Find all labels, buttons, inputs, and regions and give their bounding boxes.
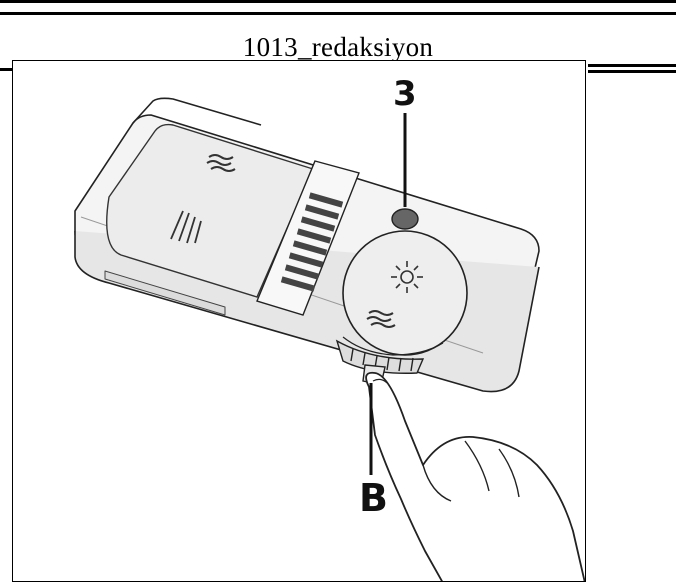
hand-icon	[366, 373, 585, 582]
detergent-dispenser-illustration	[13, 61, 586, 582]
rinse-aid-cap	[343, 231, 467, 355]
callout-label-b: B	[359, 479, 388, 517]
document-title: 1013_redaksiyon	[0, 32, 676, 63]
right-rule-second	[588, 70, 676, 73]
right-rule	[588, 64, 676, 67]
illustration-frame: 3 B	[12, 60, 586, 582]
top-rule-second	[0, 12, 676, 15]
callout-label-3: 3	[393, 77, 417, 111]
rinse-aid-indicator	[392, 209, 418, 229]
top-rule	[0, 0, 676, 3]
